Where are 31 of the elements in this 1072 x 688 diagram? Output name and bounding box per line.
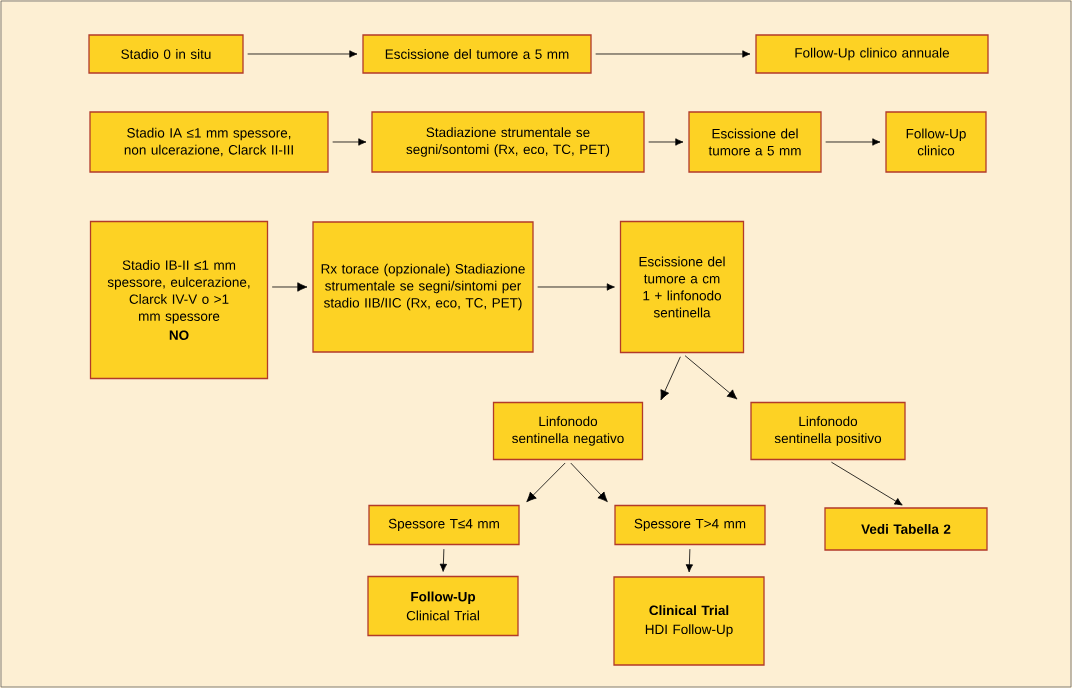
- arrow: [526, 462, 566, 503]
- process-box: Stadio 0 in situ: [88, 34, 244, 74]
- process-box: Escissione del tumore a cm 1 + linfonodo sentinella: [619, 220, 745, 354]
- process-box: Follow-Up clinico: [885, 111, 987, 173]
- arrow: [684, 355, 738, 400]
- arrow: [271, 282, 308, 292]
- arrow: [831, 461, 903, 506]
- process-box: Vedi Tabella 2: [824, 507, 988, 551]
- arrow: [439, 548, 447, 572]
- process-box: Follow-Up Clinical Trial: [367, 575, 519, 637]
- process-box: Follow-Up clinico annuale: [755, 34, 989, 74]
- process-box: Linfonodo sentinella negativo: [492, 401, 644, 461]
- process-box: Escissione del tumore a 5 mm: [688, 111, 822, 173]
- process-box: Stadiazione strumentale se segni/sontomi (Rx, eco, TC, PET): [371, 111, 645, 173]
- process-box: Stadio IB-II ≤1 mm spessore, eulcerazione, Clarck IV-V o >1 mm spessore NO: [89, 220, 269, 380]
- arrow: [825, 138, 881, 146]
- arrow: [570, 462, 608, 503]
- arrow: [648, 138, 684, 146]
- process-box: Escissione del tumore a 5 mm: [362, 34, 592, 74]
- process-box: Clinical Trial HDI Follow-Up: [613, 576, 765, 666]
- process-box: Linfonodo sentinella positivo: [750, 401, 906, 461]
- arrow: [332, 138, 367, 146]
- process-box: Spessore T>4 mm: [614, 504, 766, 546]
- process-box: Stadio IA ≤1 mm spessore, non ulcerazione, Clarck II-III: [89, 111, 329, 173]
- arrow: [595, 50, 751, 58]
- process-box: Spessore T≤4 mm: [368, 504, 520, 546]
- arrow: [685, 548, 693, 573]
- arrow: [660, 356, 681, 401]
- arrow: [247, 50, 358, 58]
- process-box: Rx torace (opzionale) Stadiazione strumentale se segni/sintomi per stadio IIB/IIC (Rx, eco, TC, PET): [312, 221, 534, 353]
- arrow: [537, 283, 615, 291]
